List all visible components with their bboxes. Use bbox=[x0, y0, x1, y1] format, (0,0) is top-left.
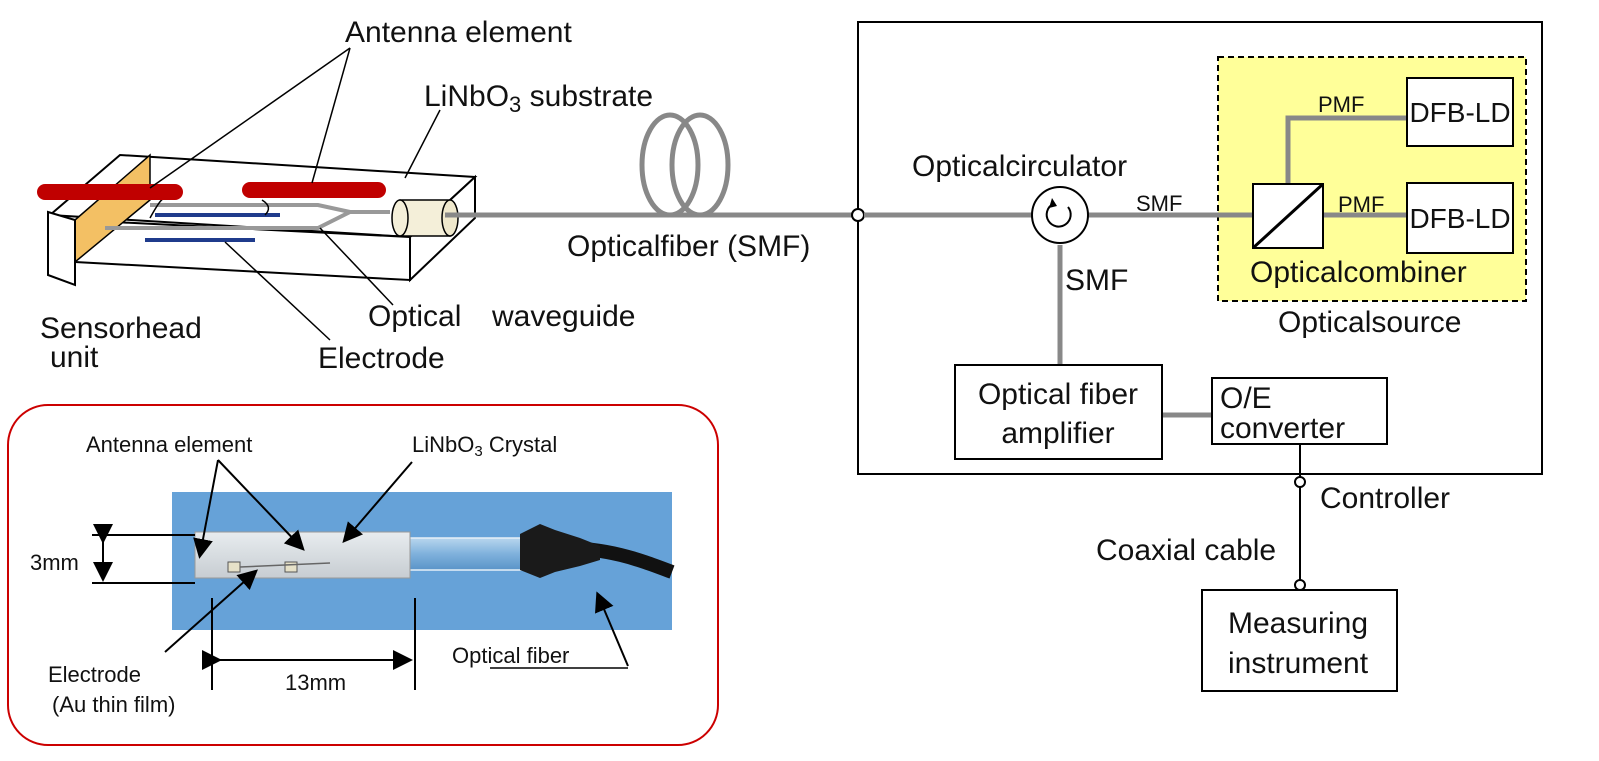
photo-height-label: 3mm bbox=[30, 550, 79, 575]
source-label: Opticalsource bbox=[1278, 306, 1461, 339]
dfb-ld-lower-label: DFB-LD bbox=[1409, 203, 1510, 234]
smf-label-side: SMF bbox=[1065, 264, 1128, 297]
instrument-label-1: Measuring bbox=[1228, 607, 1368, 640]
controller-box bbox=[857, 21, 1543, 475]
electrodes bbox=[145, 194, 280, 242]
photo-crystal-label: LiNbO3 Crystal bbox=[412, 432, 557, 460]
dimension-lines bbox=[92, 524, 416, 690]
amplifier-label-1: Optical fiber bbox=[978, 378, 1138, 411]
dfb-ld-upper bbox=[1406, 77, 1514, 147]
photo-arrows bbox=[164, 459, 629, 667]
fiber-amplifier bbox=[954, 364, 1163, 460]
photo-electrode-label-2: (Au thin film) bbox=[52, 692, 175, 717]
oe-label-1: O/E bbox=[1220, 382, 1272, 415]
optical-waveguide bbox=[105, 203, 390, 230]
sensor-photo bbox=[172, 492, 675, 630]
sensor-antenna-label: Antenna element bbox=[345, 16, 572, 49]
circulator-label: Opticalcirculator bbox=[912, 150, 1127, 183]
photo-fiber-label: Optical fiber bbox=[452, 643, 569, 668]
electrode-label: Electrode bbox=[318, 342, 445, 375]
fiber-port bbox=[851, 208, 865, 222]
amplifier-label-2: amplifier bbox=[1001, 417, 1114, 450]
controller-fibers bbox=[864, 115, 1407, 418]
controller-label: Controller bbox=[1320, 482, 1450, 515]
end-plate-outer bbox=[47, 210, 76, 287]
oe-converter bbox=[1211, 377, 1388, 445]
sensor-unit-label-2: unit bbox=[50, 341, 99, 374]
fiber-label: Opticalfiber (SMF) bbox=[567, 230, 810, 263]
photo-antenna-label: Antenna element bbox=[86, 432, 252, 457]
coaxial-cable-label: Coaxial cable bbox=[1096, 534, 1276, 567]
smf-label-top: SMF bbox=[1136, 191, 1182, 216]
sensor-head-drawing bbox=[37, 47, 478, 341]
optical-circulator bbox=[1031, 186, 1089, 244]
optical-fiber bbox=[445, 112, 858, 218]
waveguide-label-b: waveguide bbox=[491, 300, 635, 333]
dfb-ld-upper-label: DFB-LD bbox=[1409, 97, 1510, 128]
pmf-label-lower: PMF bbox=[1338, 192, 1384, 217]
coaxial-cable bbox=[1294, 444, 1306, 592]
photo-length-label: 13mm bbox=[285, 670, 346, 695]
substrate-label: LiNbO3 substrate bbox=[424, 80, 653, 117]
photo-electrode-label-1: Electrode bbox=[48, 662, 141, 687]
fiber-connector bbox=[391, 199, 459, 237]
measuring-instrument bbox=[1201, 589, 1398, 692]
optical-combiner bbox=[1251, 182, 1325, 250]
waveguide-label-a: Optical bbox=[368, 300, 461, 333]
dfb-ld-lower bbox=[1406, 182, 1514, 254]
combiner-label: Opticalcombiner bbox=[1250, 256, 1467, 289]
pmf-label-upper: PMF bbox=[1318, 92, 1364, 117]
sensor-unit-label-1: Sensorhead bbox=[40, 312, 202, 345]
sensor-leader-lines bbox=[149, 47, 441, 341]
oe-label-2: converter bbox=[1220, 412, 1345, 445]
instrument-label-2: instrument bbox=[1228, 647, 1369, 680]
